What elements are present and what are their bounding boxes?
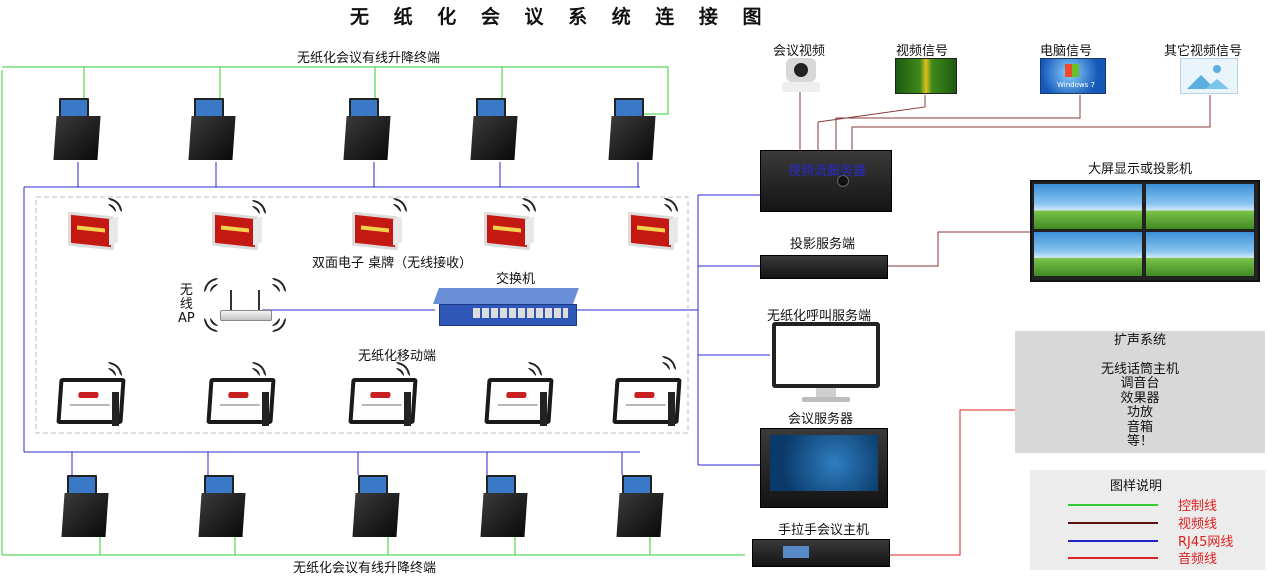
ptz-camera-icon: [782, 58, 820, 92]
pa-system-box: 扩声系统 无线话筒主机 调音台 效果器 功放 音箱 等！: [1015, 331, 1265, 453]
legend-title: 图样说明: [1110, 479, 1163, 494]
nameplate: [66, 211, 118, 251]
conf-server-icon: [760, 428, 888, 508]
nameplate: [210, 211, 262, 251]
nameplate: [626, 211, 678, 251]
pa-item: 等！: [1126, 434, 1153, 449]
pa-title: 扩声系统: [1113, 333, 1166, 348]
legend-swatch: [1068, 540, 1158, 542]
wifi-icon: [396, 362, 410, 376]
mobile-label: 无纸化移动端: [358, 349, 437, 364]
pa-item: 功放: [1126, 405, 1153, 420]
legend-swatch: [1068, 557, 1158, 559]
top-lift-label: 无纸化会议有线升降终端: [297, 51, 441, 66]
display-label: 大屏显示或投影机: [1088, 162, 1193, 177]
wireless-ap-icon: [220, 290, 272, 322]
network-switch-icon: [433, 288, 579, 332]
handpull-host-label: 手拉手会议主机: [778, 523, 870, 538]
tablet-terminal: [56, 378, 126, 426]
wifi-icon: [252, 362, 266, 376]
legend: 图样说明 控制线 视频线 RJ45网线 音频线: [1030, 470, 1265, 570]
wifi-icon: [528, 362, 542, 376]
diagram-title: 无 纸 化 会 议 系 统 连 接 图: [350, 6, 771, 28]
wifi-icon: [272, 318, 286, 332]
os-caption: Windows 7: [1057, 81, 1095, 89]
wifi-icon: [522, 198, 536, 212]
wifi-icon: [272, 278, 286, 292]
nameplate: [482, 211, 534, 251]
conf-video-label: 会议视频: [773, 44, 826, 59]
nameplate-label: 双面电子 桌牌（无线接收）: [312, 256, 473, 271]
legend-swatch: [1068, 504, 1158, 506]
handpull-host-icon: [752, 539, 890, 567]
video-wall-icon: [1030, 180, 1260, 282]
projection-server-label: 投影服务端: [790, 237, 856, 252]
tablet-terminal: [612, 378, 682, 426]
wifi-icon: [662, 356, 676, 370]
ap-label: 无 线 AP: [178, 283, 195, 326]
other-video-label: 其它视频信号: [1164, 44, 1243, 59]
bottom-lift-label: 无纸化会议有线升降终端: [293, 561, 437, 576]
wifi-icon: [393, 198, 407, 212]
pa-item: 音箱: [1126, 419, 1153, 435]
wifi-icon: [204, 318, 218, 332]
pa-item: 效果器: [1120, 390, 1160, 406]
audio-line: [890, 409, 1015, 556]
wifi-icon: [252, 200, 266, 214]
pa-item: 无线话筒主机: [1100, 361, 1179, 377]
projection-server-icon: [760, 255, 888, 279]
control-line-top-bus: [2, 66, 669, 115]
wifi-icon: [108, 362, 122, 376]
legend-label: RJ45网线: [1178, 535, 1234, 550]
call-server-label: 无纸化呼叫服务端: [767, 309, 872, 324]
legend-label: 视频线: [1178, 517, 1218, 532]
video-signal-label: 视频信号: [896, 44, 949, 59]
monitor-icon: [772, 322, 880, 404]
legend-label: 控制线: [1178, 499, 1218, 514]
nameplate: [350, 211, 402, 251]
wifi-icon: [204, 278, 218, 292]
wifi-icon: [108, 198, 122, 212]
legend-label: 音频线: [1178, 552, 1218, 567]
image-placeholder-icon: [1180, 58, 1238, 94]
video-signal-thumbnail: [895, 58, 957, 94]
switch-label: 交换机: [496, 272, 536, 287]
tablet-terminal: [348, 378, 418, 426]
pc-signal-label: 电脑信号: [1040, 44, 1093, 59]
legend-swatch: [1068, 522, 1158, 524]
stream-server-icon: [760, 150, 892, 212]
conf-server-label: 会议服务器: [788, 412, 854, 427]
windows-signal-thumbnail: Windows 7: [1040, 58, 1106, 94]
stream-server-label: 视频流服务器: [788, 164, 867, 179]
tablet-terminal: [484, 378, 554, 426]
wifi-icon: [664, 198, 678, 212]
wireless-zone: [35, 196, 689, 434]
windows-logo-icon: [1065, 64, 1079, 77]
tablet-terminal: [206, 378, 276, 426]
pa-item: 调音台: [1120, 376, 1160, 391]
